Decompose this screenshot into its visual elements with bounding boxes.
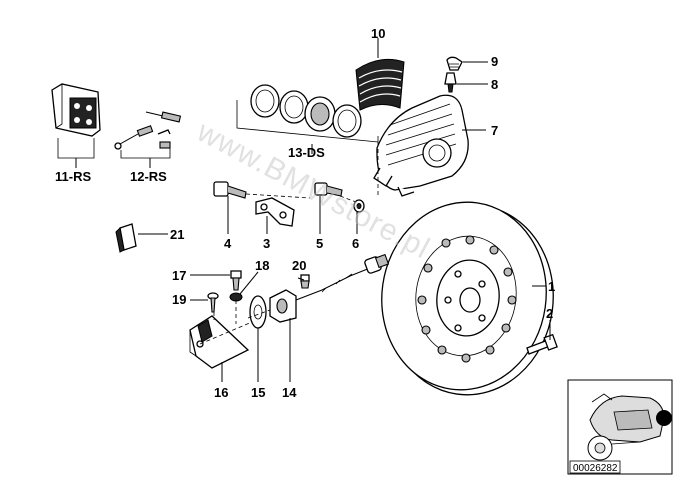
callout-6: 6 <box>352 236 359 251</box>
callout-2: 2 <box>546 306 553 321</box>
callout-7: 7 <box>491 123 498 138</box>
piston-ring[interactable] <box>279 90 309 124</box>
callout-10: 10 <box>371 26 385 41</box>
leader-lines <box>57 38 551 382</box>
caliper-bolt[interactable] <box>213 181 247 199</box>
diagram-code: 00026282 <box>573 463 618 474</box>
vehicle-thumbnail[interactable]: 00026282 <box>567 379 673 475</box>
abs-sensor[interactable] <box>269 253 390 323</box>
piston-ring[interactable] <box>250 84 280 118</box>
bleeder-cap[interactable] <box>446 56 463 71</box>
callout-20: 20 <box>292 258 306 273</box>
piston-ring-set[interactable] <box>250 84 362 138</box>
callout-16: 16 <box>214 385 228 400</box>
screw-17[interactable] <box>230 270 242 291</box>
mounting-bolt[interactable] <box>314 182 343 197</box>
heat-shield[interactable] <box>355 58 405 111</box>
callout-17: 17 <box>172 268 186 283</box>
callout-11-rs: 11-RS <box>55 169 91 184</box>
callout-18: 18 <box>255 258 269 273</box>
bolt-20[interactable] <box>300 274 310 289</box>
callout-labels: 1 2 3 4 5 6 7 8 9 10 11-RS 12-RS 13-DS 1… <box>55 26 555 400</box>
callout-21: 21 <box>170 227 184 242</box>
callout-5: 5 <box>316 236 323 251</box>
clip[interactable] <box>115 223 137 253</box>
gasket[interactable] <box>249 295 267 329</box>
brake-caliper[interactable] <box>373 94 469 197</box>
screw-19[interactable] <box>207 292 219 313</box>
callout-1: 1 <box>548 279 555 294</box>
piston-ring[interactable] <box>304 96 336 132</box>
bleeder-screw[interactable] <box>444 72 457 93</box>
motorcycle-icon <box>587 393 672 461</box>
brake-disc[interactable] <box>370 192 566 406</box>
callout-9: 9 <box>491 54 498 69</box>
brake-pad-set[interactable] <box>51 83 101 137</box>
washer-18[interactable] <box>229 292 243 302</box>
callout-14: 14 <box>282 385 297 400</box>
callout-8: 8 <box>491 77 498 92</box>
sensor-bracket[interactable] <box>189 315 250 369</box>
disc-bolt[interactable] <box>526 333 558 355</box>
washer[interactable] <box>353 199 365 213</box>
callout-4: 4 <box>224 236 232 251</box>
callout-3: 3 <box>263 236 270 251</box>
piston-ring[interactable] <box>332 104 362 138</box>
callout-19: 19 <box>172 292 186 307</box>
caliper-bracket[interactable] <box>255 197 295 227</box>
callout-12-rs: 12-RS <box>130 169 167 184</box>
callout-15: 15 <box>251 385 265 400</box>
pad-pin-set[interactable] <box>114 111 182 150</box>
callout-13-ds: 13-DS <box>288 145 325 160</box>
